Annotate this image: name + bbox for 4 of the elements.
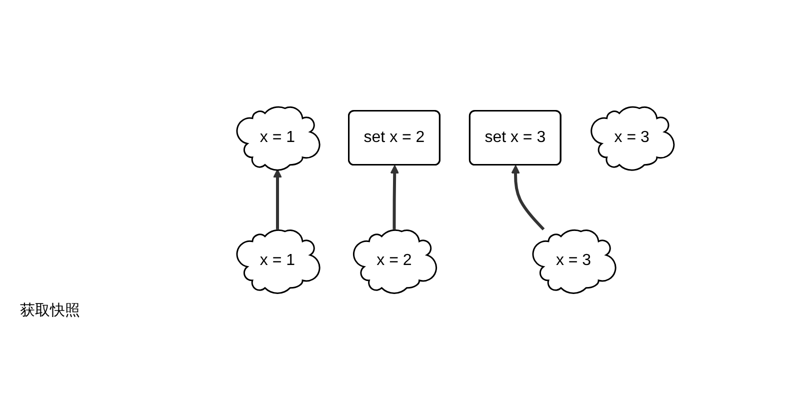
arrow: [272, 168, 282, 230]
arrow: [390, 164, 399, 230]
row-label: 获取快照: [20, 301, 81, 320]
arrow: [510, 164, 544, 230]
